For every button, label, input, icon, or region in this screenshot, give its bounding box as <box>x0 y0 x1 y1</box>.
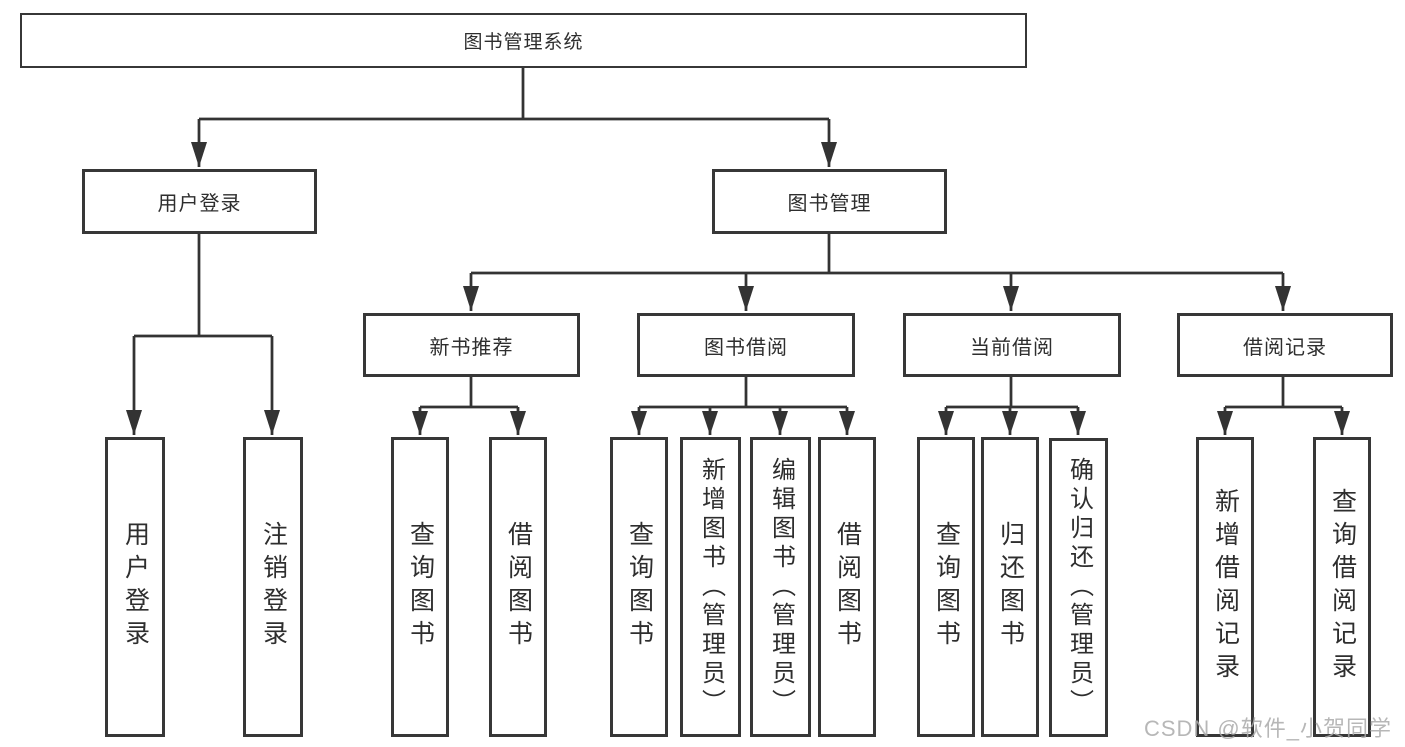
node-label: 用户登录 <box>121 521 150 653</box>
node-borrow-records: 借阅记录 <box>1177 313 1393 377</box>
leaf-return-books: 归还图书 <box>981 437 1039 737</box>
node-library-management-system: 图书管理系统 <box>20 13 1027 68</box>
node-label: 归还图书 <box>996 521 1025 653</box>
node-label: 图书管理系统 <box>463 32 584 53</box>
leaf-add-books-admin: 新增图书（管理员） <box>680 437 741 737</box>
node-label: 查询图书 <box>932 521 961 653</box>
leaf-query-books: 查询图书 <box>391 437 449 737</box>
node-user-login: 用户登录 <box>82 169 317 234</box>
leaf-logout: 注销登录 <box>243 437 303 737</box>
node-label: 新书推荐 <box>429 336 514 359</box>
node-label: 借阅图书 <box>504 521 533 653</box>
node-label: 确认归还（管理员） <box>1065 457 1093 718</box>
leaf-edit-books-admin: 编辑图书（管理员） <box>750 437 811 737</box>
leaf-add-borrow-record: 新增借阅记录 <box>1196 437 1254 737</box>
leaf-borrow-books: 借阅图书 <box>818 437 876 737</box>
node-label: 借阅图书 <box>833 521 862 653</box>
arrowhead-icons <box>126 142 1350 435</box>
node-label: 新增图书（管理员） <box>697 456 725 718</box>
leaf-confirm-return-admin: 确认归还（管理员） <box>1049 438 1108 737</box>
node-label: 图书管理 <box>787 193 872 215</box>
node-label: 查询借阅记录 <box>1328 488 1357 686</box>
node-label: 编辑图书（管理员） <box>767 456 795 718</box>
csdn-watermark: CSDN @软件_小贺同学 <box>1143 716 1392 741</box>
node-label: 注销登录 <box>259 521 288 653</box>
node-label: 查询图书 <box>406 521 435 653</box>
leaf-query-books: 查询图书 <box>610 437 668 737</box>
node-book-management: 图书管理 <box>712 169 947 234</box>
node-label: 图书借阅 <box>704 336 788 359</box>
node-label: 借阅记录 <box>1243 336 1327 359</box>
leaf-query-books: 查询图书 <box>917 437 975 737</box>
node-current-borrow: 当前借阅 <box>903 313 1121 377</box>
leaf-borrow-books: 借阅图书 <box>489 437 547 737</box>
leaf-user-login: 用户登录 <box>105 437 165 737</box>
node-new-book-recommend: 新书推荐 <box>363 313 580 377</box>
node-label: 用户登录 <box>157 193 242 215</box>
node-label: 当前借阅 <box>970 336 1054 359</box>
node-book-borrow: 图书借阅 <box>637 313 855 377</box>
leaf-query-borrow-record: 查询借阅记录 <box>1313 437 1371 737</box>
node-label: 查询图书 <box>625 521 654 653</box>
node-label: 新增借阅记录 <box>1211 488 1240 686</box>
